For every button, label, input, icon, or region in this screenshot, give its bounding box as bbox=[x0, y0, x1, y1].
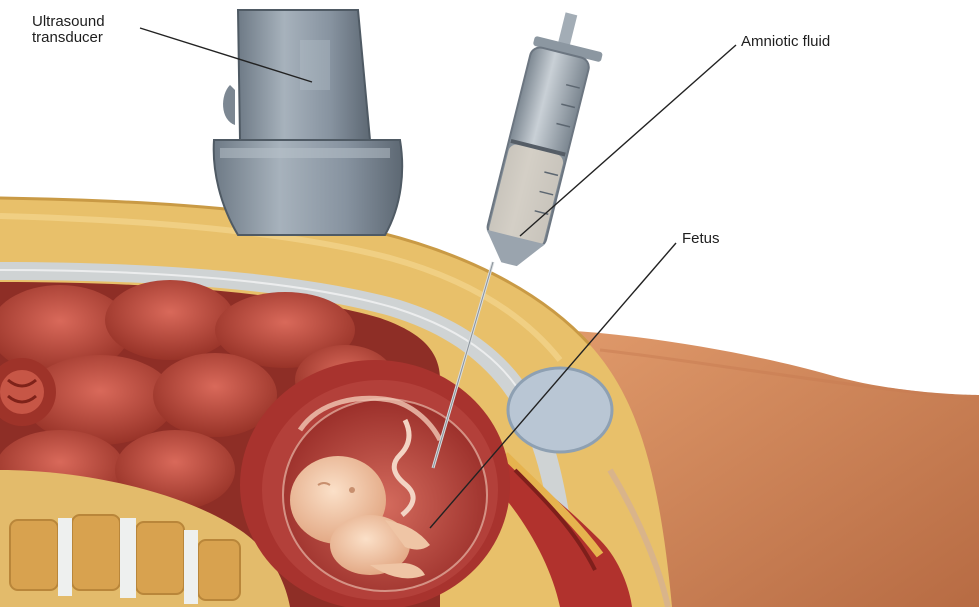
transducer-label-line-1: Ultrasound bbox=[32, 14, 105, 30]
ultrasound-transducer bbox=[214, 10, 402, 235]
amniotic-fluid-label: Amniotic fluid bbox=[741, 34, 830, 50]
ultrasound-transducer-label: Ultrasound transducer bbox=[32, 14, 105, 46]
transducer-label-line-2: transducer bbox=[32, 30, 105, 46]
syringe bbox=[480, 7, 610, 274]
fetus-label: Fetus bbox=[682, 231, 720, 247]
